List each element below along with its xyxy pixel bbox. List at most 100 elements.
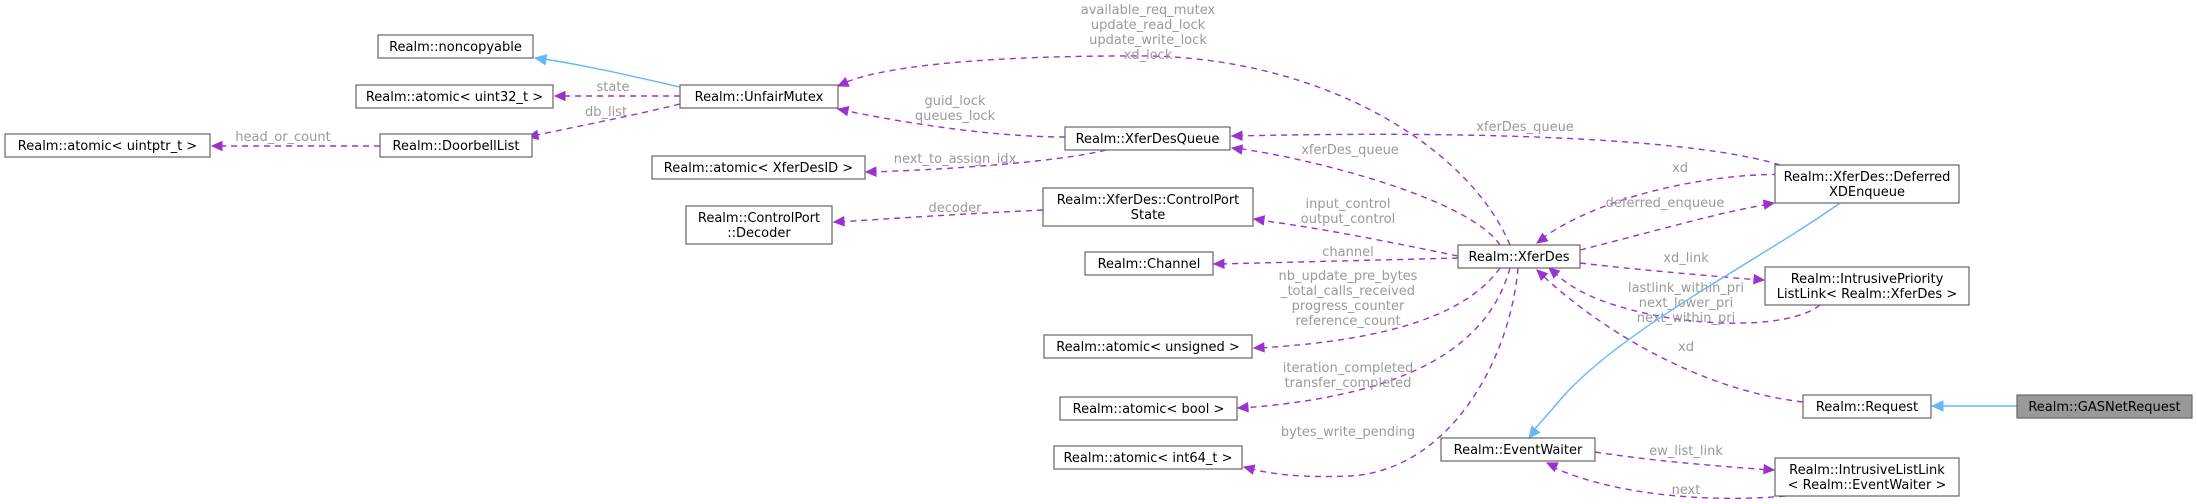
usage-edge-e5: available_req_mutexupdate_read_lockupdat…: [836, 3, 1511, 246]
edge-label: input_control: [1305, 197, 1390, 212]
usage-edge-e22: ew_list_link: [1594, 444, 1776, 475]
class-box: [377, 34, 534, 59]
class-name-label: < Realm::EventWaiter >: [1788, 478, 1947, 493]
class-box: [355, 84, 554, 109]
class-node-unfairmutex[interactable]: Realm::UnfairMutex: [679, 84, 839, 109]
class-name-label: Realm::Channel: [1098, 257, 1201, 272]
edge-line: [837, 209, 1044, 223]
class-node-atomic-bool[interactable]: Realm::atomic< bool >: [1059, 396, 1238, 421]
class-box: [1084, 251, 1214, 276]
arrowhead-icon: [1230, 144, 1244, 155]
class-name-label: Realm::atomic< uint32_t >: [366, 90, 543, 105]
edge-label: update_write_lock: [1089, 33, 1207, 48]
edge-line: [1257, 267, 1501, 349]
edge-line: [1529, 202, 1841, 436]
arrowhead-icon: [533, 54, 548, 66]
edge-line: [537, 57, 681, 88]
edge-label: next_lower_pri: [1639, 296, 1734, 311]
edge-line: [1549, 465, 1786, 500]
usage-edge-e13: nb_update_pre_bytes_total_calls_received…: [1252, 267, 1501, 353]
edge-line: [1579, 203, 1771, 251]
class-name-label: Realm::XferDes: [1468, 250, 1569, 265]
edge-label: xd: [1672, 161, 1688, 176]
class-name-label: Realm::IntrusiveListLink: [1789, 463, 1945, 478]
arrowhead-icon: [553, 90, 566, 102]
edge-label: xd_lock: [1124, 48, 1173, 63]
class-name-label: Realm::noncopyable: [389, 40, 522, 55]
usage-edge-e7: next_to_assign_idx: [864, 149, 1107, 177]
edges-layer: state head_or_count db_list available_req_m…: [210, 3, 2017, 500]
usage-edge-e4: db_list: [526, 103, 681, 141]
class-node-eventwaiter[interactable]: Realm::EventWaiter: [1440, 437, 1596, 462]
edge-label: xferDes_queue: [1476, 120, 1574, 135]
class-box: [1043, 334, 1253, 359]
arrowhead-icon: [832, 216, 845, 227]
usage-edge-e17: deferred_enqueue: [1579, 196, 1776, 251]
class-node-controlport-decoder[interactable]: Realm::ControlPort::Decoder: [685, 205, 833, 245]
arrowhead-icon: [1545, 462, 1559, 473]
arrowhead-icon: [1548, 267, 1561, 279]
class-node-intrusive-listlink[interactable]: Realm::IntrusiveListLink< Realm::EventWa…: [1774, 457, 1960, 497]
class-node-request[interactable]: Realm::Request: [1802, 394, 1932, 419]
usage-edge-e10: decoder: [832, 201, 1044, 227]
class-node-atomic-unsigned[interactable]: Realm::atomic< unsigned >: [1043, 334, 1253, 359]
edge-label: iteration_completed: [1283, 361, 1413, 376]
class-box: [1774, 457, 1960, 497]
class-node-xferdesqueue[interactable]: Realm::XferDesQueue: [1064, 126, 1231, 151]
usage-edge-e8: xferDes_queue: [1230, 143, 1501, 246]
edge-line: [1539, 272, 1804, 403]
class-node-atomic-uintptr[interactable]: Realm::atomic< uintptr_t >: [4, 133, 211, 158]
edge-label: head_or_count: [235, 130, 330, 145]
edge-line: [1235, 147, 1501, 246]
arrowhead-icon: [1230, 130, 1243, 142]
edge-label: db_list: [585, 105, 627, 120]
class-name-label: Realm::atomic< int64_t >: [1063, 451, 1232, 466]
edge-label: lastlink_within_pri: [1628, 281, 1744, 296]
arrowhead-icon: [1763, 463, 1776, 475]
edge-label: output_control: [1301, 212, 1395, 227]
class-node-gasnetrequest[interactable]: Realm::GASNetRequest: [2016, 394, 2193, 419]
edge-label: next_within_pri: [1637, 311, 1735, 326]
class-node-atomic-xferdesid[interactable]: Realm::atomic< XferDesID >: [651, 155, 866, 180]
edge-label: next_to_assign_idx: [894, 152, 1017, 167]
class-box: [379, 133, 533, 158]
class-box: [1059, 396, 1238, 421]
usage-edge-e23: next: [1545, 462, 1786, 500]
class-node-xferdes[interactable]: Realm::XferDes: [1457, 244, 1581, 269]
class-node-atomic-u32[interactable]: Realm::atomic< uint32_t >: [355, 84, 554, 109]
class-name-label: Realm::atomic< bool >: [1073, 402, 1225, 417]
class-node-atomic-int64[interactable]: Realm::atomic< int64_t >: [1053, 445, 1243, 470]
edge-line: [1257, 219, 1459, 257]
class-node-noncopyable[interactable]: Realm::noncopyable: [377, 34, 534, 59]
class-node-doorbelllist[interactable]: Realm::DoorbellList: [379, 133, 533, 158]
class-box: [1053, 445, 1243, 470]
usage-edge-e18: xd_link: [1579, 251, 1766, 285]
edge-line: [531, 103, 681, 137]
arrowhead-icon: [1536, 269, 1549, 282]
class-name-label: Realm::Request: [1816, 400, 1918, 415]
arrowhead-icon: [1536, 232, 1549, 244]
class-name-label: Realm::EventWaiter: [1454, 443, 1583, 458]
usage-edge-e3: head_or_count: [210, 130, 380, 152]
class-node-channel[interactable]: Realm::Channel: [1084, 251, 1214, 276]
edge-label: channel: [1322, 245, 1373, 260]
edge-line: [1217, 257, 1459, 265]
arrowhead-icon: [836, 105, 850, 117]
class-name-label: Realm::ControlPort: [698, 211, 820, 226]
edge-label: deferred_enqueue: [1606, 196, 1725, 211]
edge-label: xferDes_queue: [1301, 143, 1399, 158]
inheritance-edge-e24: [1930, 400, 2017, 412]
class-name-label: Realm::atomic< uintptr_t >: [18, 139, 197, 154]
class-box: [679, 84, 839, 109]
usage-edge-e15: bytes_write_pending: [1242, 267, 1519, 478]
arrowhead-icon: [1242, 464, 1256, 475]
class-box: [2016, 394, 2193, 419]
usage-edge-e2: state: [553, 80, 681, 102]
edge-line: [1594, 451, 1771, 471]
